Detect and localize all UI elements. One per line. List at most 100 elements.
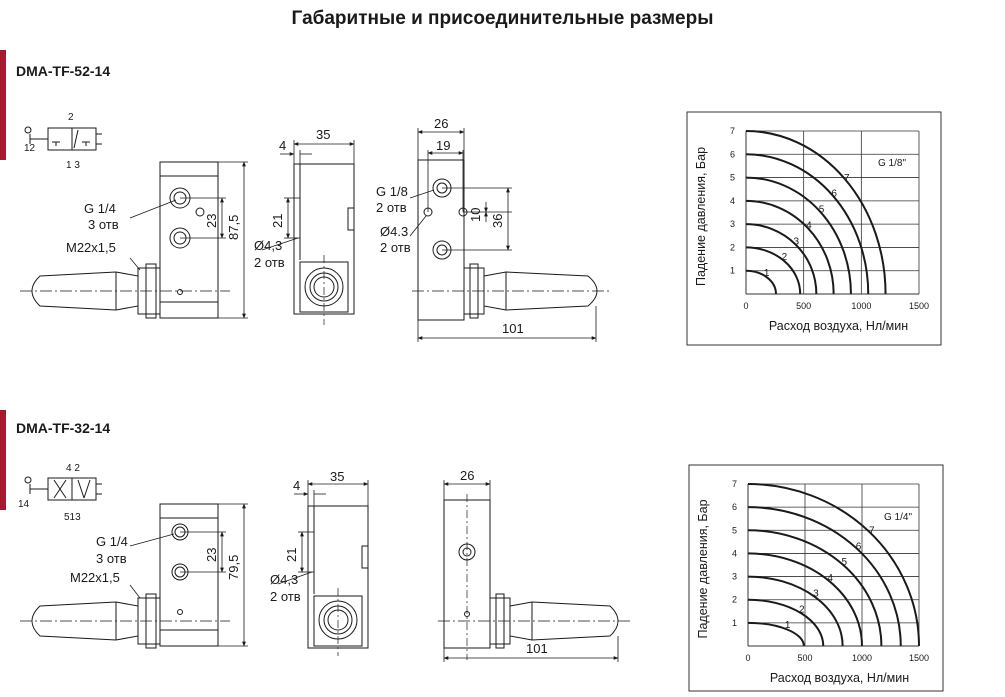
- curve-3: [745, 223, 818, 295]
- symbol-port-top-2: 4 2: [66, 463, 80, 474]
- front-thread-label-1: M22x1,5: [66, 240, 116, 255]
- curve-label-3: 3: [793, 236, 799, 247]
- back-view-1: [412, 159, 612, 321]
- front-port-count-2: 3 отв: [96, 551, 127, 566]
- side-hole-count-1: 2 отв: [254, 255, 285, 270]
- front-spacing-dim-2: 23: [204, 548, 219, 562]
- series-label: G 1/8": [878, 158, 906, 169]
- curve-7: [745, 130, 887, 295]
- y-tick-label-2: 2: [732, 595, 737, 605]
- side-view-2: [307, 505, 369, 656]
- y-tick-label-6: 6: [732, 502, 737, 512]
- model-title-1: DMA-TF-52-14: [16, 63, 111, 79]
- y-axis-label: Падение давления, Бар: [694, 147, 708, 286]
- y-tick-label-2: 2: [730, 242, 735, 252]
- front-port-label-2: G 1/4: [96, 534, 128, 549]
- front-spacing-dim-1: 23: [204, 214, 219, 228]
- back-length-dim-2: 101: [526, 641, 548, 656]
- side-offset-dim-1: 4: [279, 138, 286, 153]
- curve-label-6: 6: [831, 189, 837, 200]
- x-tick-label-0: 0: [745, 653, 750, 663]
- valve-symbol-2: [24, 476, 102, 501]
- chart-frame: [688, 464, 944, 692]
- curve-label-5: 5: [842, 557, 848, 568]
- front-port-label-1: G 1/4: [84, 201, 116, 216]
- curve-5: [745, 176, 852, 295]
- back-small-dim-1: 10: [468, 208, 483, 222]
- side-hole-spacing-dim-1: 21: [270, 214, 285, 228]
- front-thread-label-2: M22x1,5: [70, 570, 120, 585]
- curve-label-7: 7: [869, 525, 875, 536]
- front-height-dim-2: 79,5: [226, 555, 241, 580]
- y-tick-label-1: 1: [732, 618, 737, 628]
- back-hole-count-1: 2 отв: [380, 240, 411, 255]
- y-tick-label-1: 1: [730, 266, 735, 276]
- y-tick-label-5: 5: [732, 525, 737, 535]
- back-tall-dim-1: 36: [490, 214, 505, 228]
- chart-frame: [686, 111, 942, 346]
- curve-6: [745, 153, 870, 295]
- back-port-label-1: G 1/8: [376, 184, 408, 199]
- y-tick-label-4: 4: [730, 196, 735, 206]
- back-view-2: [438, 494, 630, 660]
- curve-label-2: 2: [799, 604, 805, 615]
- curve-5: [747, 529, 883, 647]
- x-tick-label-500: 500: [796, 301, 811, 311]
- side-dimensions-2: [277, 480, 369, 585]
- symbol-port-bottom-1: 1 3: [66, 160, 80, 171]
- curve-label-3: 3: [813, 589, 819, 600]
- side-width-dim-1: 35: [316, 127, 330, 142]
- curve-label-6: 6: [856, 541, 862, 552]
- curve-7: [747, 483, 920, 647]
- y-tick-label-3: 3: [730, 219, 735, 229]
- x-axis-label: Расход воздуха, Нл/мин: [770, 671, 909, 685]
- curve-4: [747, 552, 863, 647]
- curve-6: [747, 506, 902, 647]
- series-label: G 1/4": [884, 512, 912, 523]
- symbol-port-left-2: 14: [18, 499, 30, 510]
- back-dimensions-2: [443, 480, 619, 662]
- y-tick-label-6: 6: [730, 149, 735, 159]
- curve-label-4: 4: [827, 573, 833, 584]
- back-dimensions-1: [409, 128, 597, 342]
- y-tick-label-3: 3: [732, 572, 737, 582]
- front-dimensions-2: [129, 503, 248, 647]
- curve-label-7: 7: [844, 173, 850, 184]
- valve-symbol-1: [24, 126, 102, 151]
- side-hole-label-2: Ø4,3: [270, 572, 298, 587]
- y-axis-label: Падение давления, Бар: [696, 499, 710, 638]
- x-axis-label: Расход воздуха, Нл/мин: [769, 319, 908, 333]
- curve-1: [747, 621, 805, 647]
- curve-4: [745, 199, 835, 295]
- y-tick-label-4: 4: [732, 548, 737, 558]
- side-view-1: [293, 163, 355, 325]
- section-accent-bar-2: [0, 410, 6, 510]
- symbol-port-bottom-2: 513: [64, 512, 81, 523]
- front-height-dim-1: 87,5: [226, 215, 241, 240]
- curve-1: [745, 269, 777, 295]
- curve-2: [745, 246, 802, 295]
- y-tick-label-7: 7: [730, 126, 735, 136]
- back-length-dim-1: 101: [502, 321, 524, 336]
- symbol-port-left-1: 12: [24, 143, 36, 154]
- side-hole-spacing-dim-2: 21: [284, 548, 299, 562]
- side-hole-count-2: 2 отв: [270, 589, 301, 604]
- section-accent-bar-1: [0, 50, 6, 160]
- curve-2: [747, 598, 825, 647]
- front-view-1: [20, 161, 230, 319]
- x-tick-label-500: 500: [797, 653, 812, 663]
- x-tick-label-1000: 1000: [852, 653, 872, 663]
- back-width-dim-1: 26: [434, 116, 448, 131]
- x-tick-label-1500: 1500: [909, 301, 929, 311]
- y-tick-label-5: 5: [730, 173, 735, 183]
- side-offset-dim-2: 4: [293, 478, 300, 493]
- side-width-dim-2: 35: [330, 469, 344, 484]
- x-tick-label-1500: 1500: [909, 653, 929, 663]
- x-tick-label-1000: 1000: [851, 301, 871, 311]
- y-tick-label-7: 7: [732, 479, 737, 489]
- side-dimensions-1: [261, 140, 355, 251]
- x-tick-label-0: 0: [743, 301, 748, 311]
